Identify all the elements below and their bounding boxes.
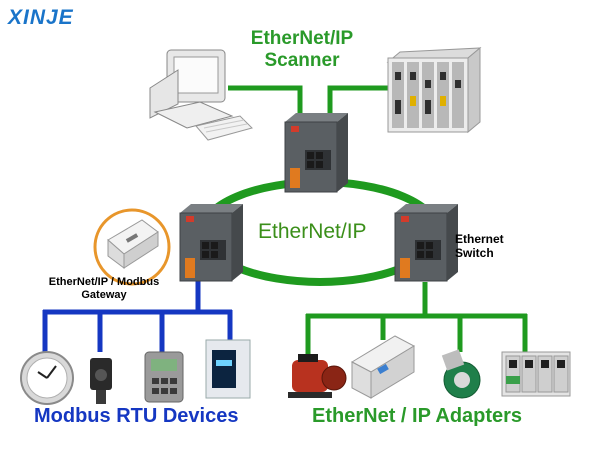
ethernet-adapters-label: EtherNet / IP Adapters bbox=[312, 405, 523, 427]
switch-label-line1: Ethernet bbox=[455, 232, 504, 246]
gateway-label: EtherNet/IP / Modbus Gateway bbox=[20, 276, 188, 302]
plc-icon bbox=[386, 46, 482, 134]
modbus-devices-label: Modbus RTU Devices bbox=[34, 405, 239, 427]
gateway-label-line2: Gateway bbox=[81, 289, 127, 301]
controller-icon bbox=[144, 351, 184, 403]
switch-label: Ethernet Switch bbox=[455, 232, 504, 260]
scanner-label: EtherNet/IP Scanner bbox=[232, 28, 372, 72]
io-module-icon bbox=[350, 335, 416, 399]
pc-icon bbox=[149, 49, 253, 141]
scanner-label-line2: Scanner bbox=[264, 50, 340, 71]
encoder-icon bbox=[441, 349, 481, 399]
ring-label: EtherNet/IP bbox=[258, 220, 367, 243]
motor-icon bbox=[288, 354, 347, 398]
brand-logo: XINJE bbox=[8, 6, 74, 29]
gateway-label-line1: EtherNet/IP / Modbus bbox=[48, 276, 160, 288]
panel-meter-icon bbox=[205, 339, 251, 399]
switch-label-line2: Switch bbox=[455, 246, 494, 260]
adapter-bus bbox=[305, 282, 528, 358]
ethernet-switch-icon bbox=[179, 113, 458, 282]
scanner-label-line1: EtherNet/IP bbox=[250, 28, 354, 49]
gateway-icon bbox=[93, 208, 171, 286]
ethernet-links bbox=[228, 85, 405, 118]
gauge-icon bbox=[20, 351, 74, 405]
drive-icon bbox=[501, 351, 571, 397]
sensor-icon bbox=[90, 358, 112, 404]
